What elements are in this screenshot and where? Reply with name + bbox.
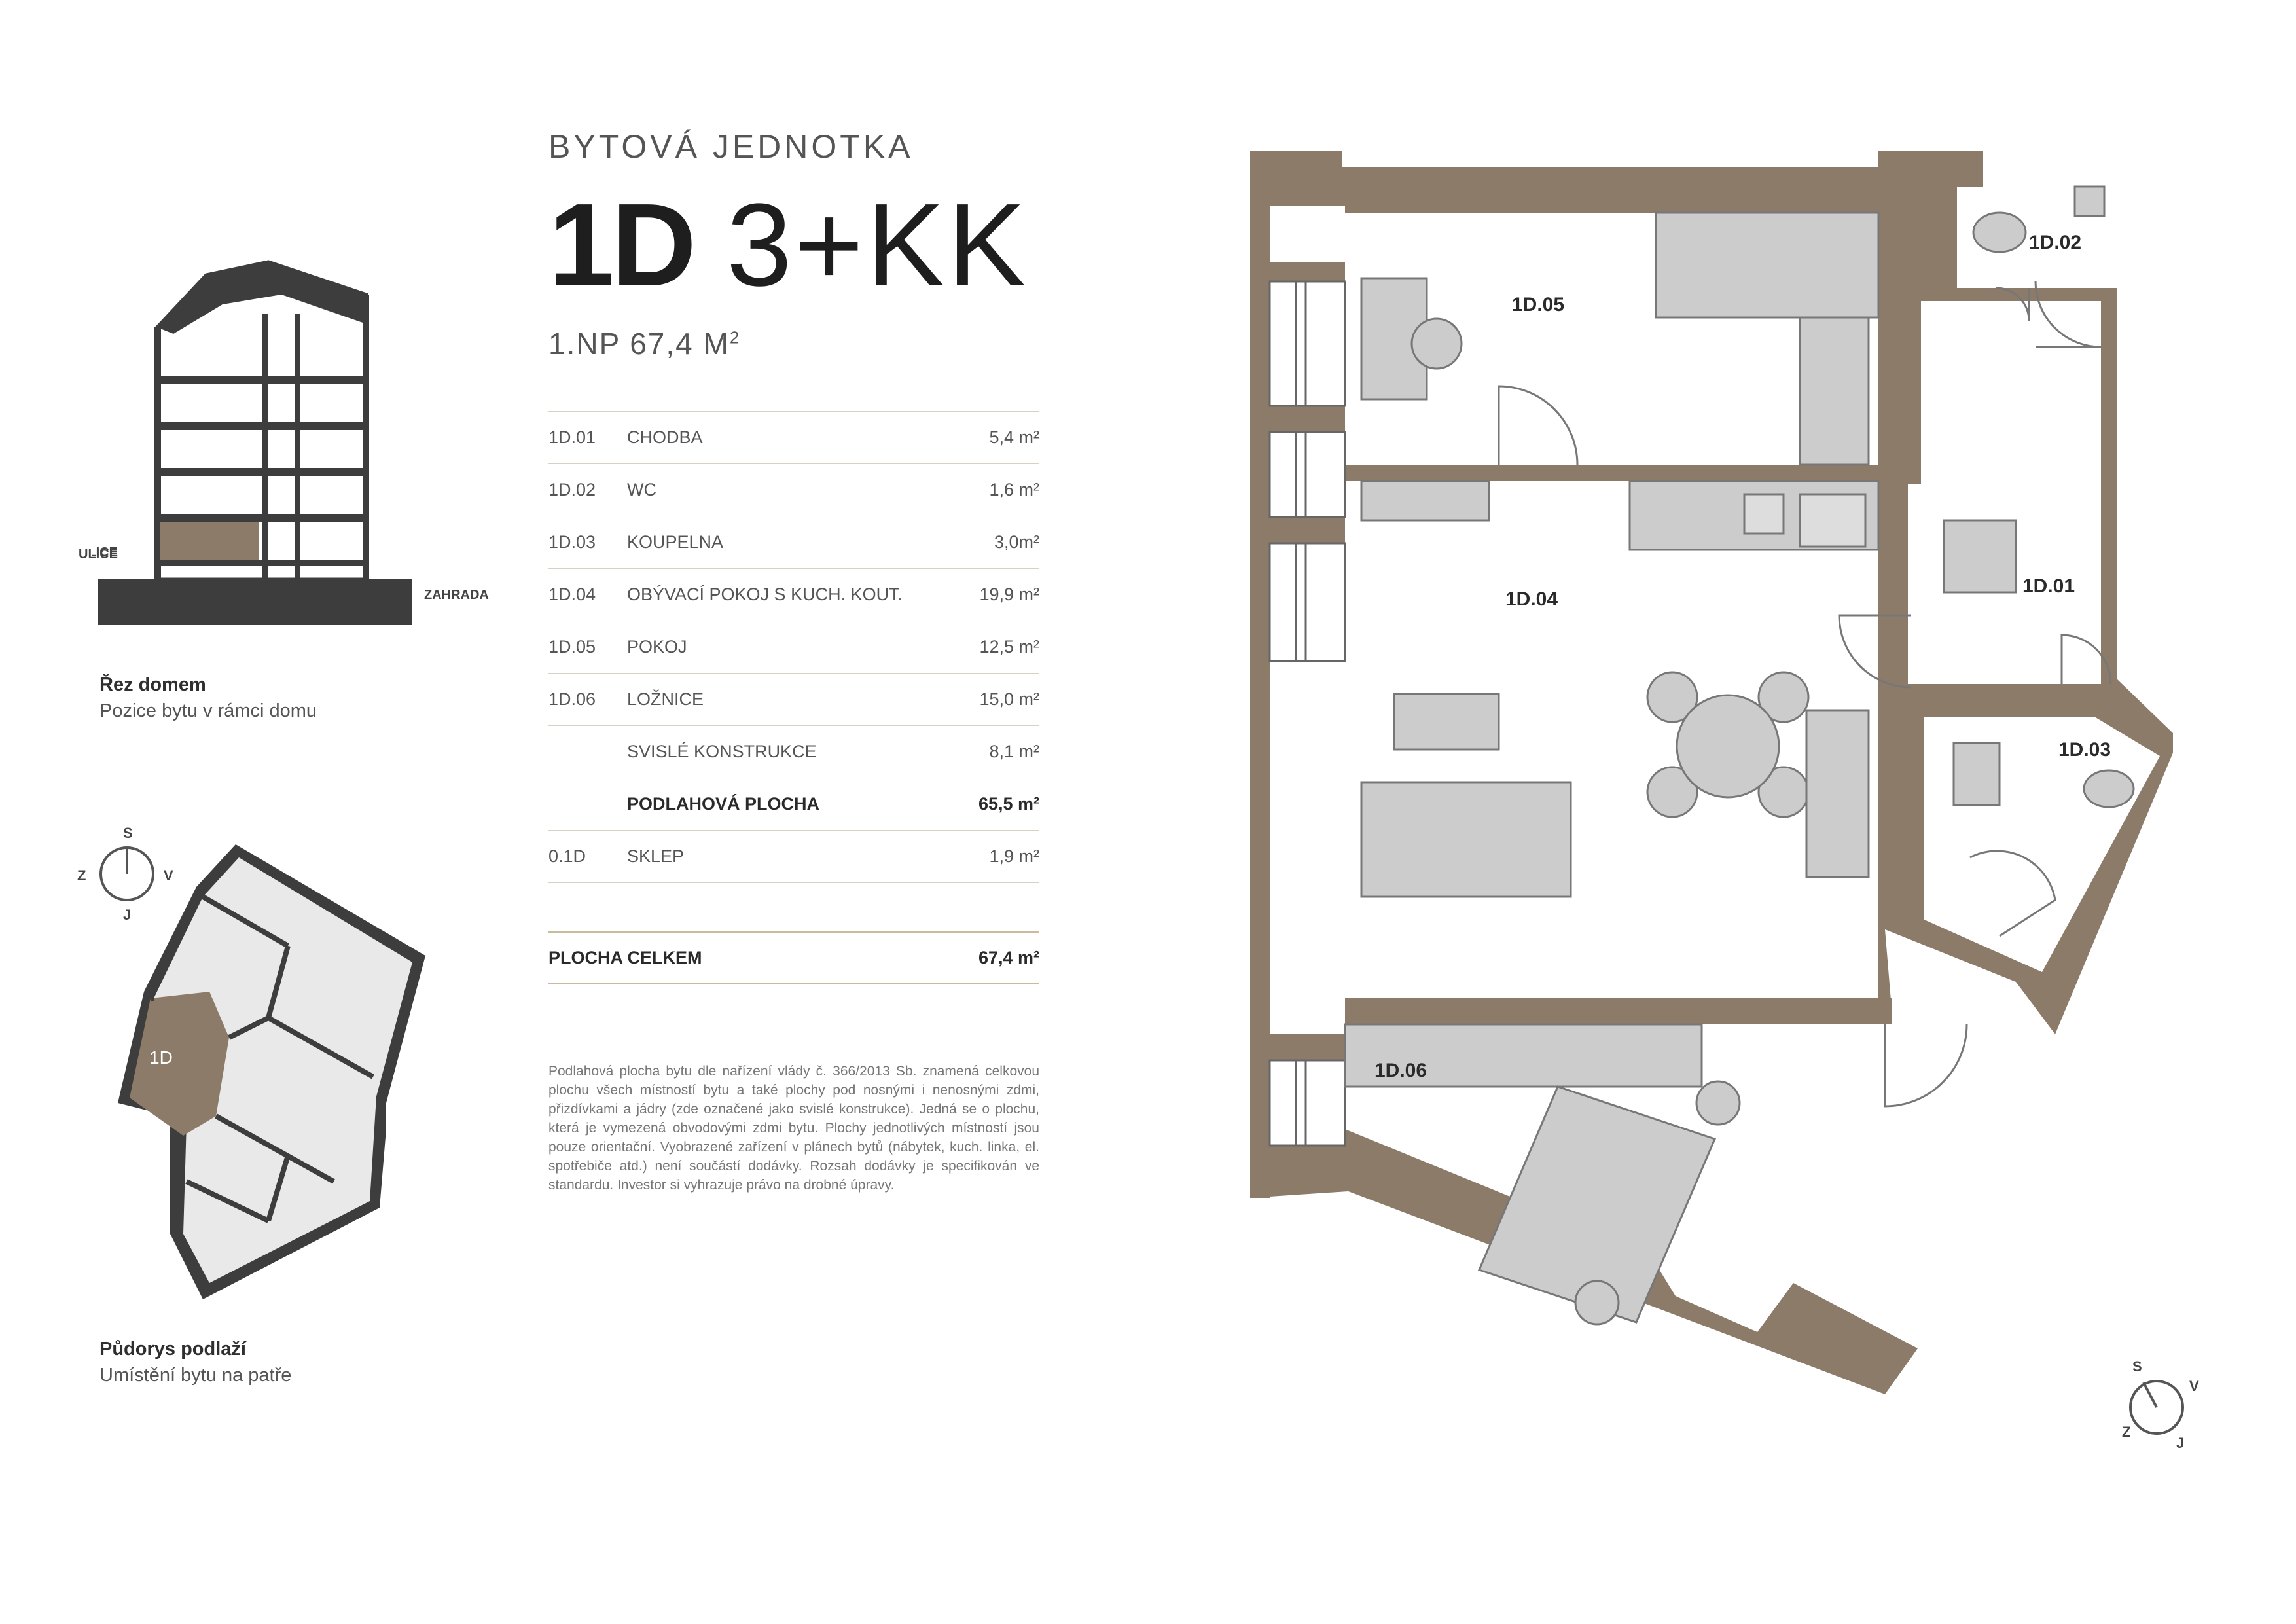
floorplan-thumb-title: Půdorys podlaží xyxy=(99,1339,246,1360)
room-area: 5,4 m² xyxy=(964,411,1039,464)
room-name: SKLEP xyxy=(627,830,965,883)
thumb-compass-s: J xyxy=(123,907,131,923)
room-name: OBÝVACÍ POKOJ S KUCH. KOUT. xyxy=(627,568,965,621)
section-subtitle: Pozice bytu v rámci domu xyxy=(99,700,317,721)
floor-area: 1.NP 67,4 M2 xyxy=(548,326,740,361)
room-name: PODLAHOVÁ PLOCHA xyxy=(627,778,965,831)
room-area: 8,1 m² xyxy=(964,725,1039,778)
room-code: 1D.04 xyxy=(548,568,627,621)
room-code: 1D.05 xyxy=(548,621,627,674)
street-label-text: ULICE xyxy=(79,547,118,562)
room-label-1d04: 1D.04 xyxy=(1505,588,1558,610)
plan-compass-w: Z xyxy=(2122,1424,2130,1440)
garden-label-text: ZAHRADA xyxy=(424,588,489,602)
room-name: SVISLÉ KONSTRUKCE xyxy=(627,725,965,778)
unit-code: 1D xyxy=(548,179,696,311)
room-name: LOŽNICE xyxy=(627,673,965,726)
unit-highlight xyxy=(160,522,259,560)
room-area: 12,5 m² xyxy=(964,621,1039,674)
street-label: ULICE xyxy=(92,545,118,560)
room-code: 1D.01 xyxy=(548,411,627,464)
room-label-1d03: 1D.03 xyxy=(2058,739,2111,761)
section-title: Řez domem xyxy=(99,674,206,695)
room-label-1d02: 1D.02 xyxy=(2029,232,2081,253)
room-name: CHODBA xyxy=(627,411,965,464)
floor-thumbnail: S V Z J 1D xyxy=(77,825,425,1299)
total-table: PLOCHA CELKEM 67,4 m² xyxy=(548,931,1039,984)
total-area: 67,4 m² xyxy=(899,931,1039,984)
room-label-1d06: 1D.06 xyxy=(1374,1060,1427,1081)
total-row: PLOCHA CELKEM 67,4 m² xyxy=(548,931,1039,984)
room-code: 1D.06 xyxy=(548,673,627,726)
room-area: 15,0 m² xyxy=(964,673,1039,726)
plan-compass-icon xyxy=(2129,1380,2184,1435)
room-area: 3,0m² xyxy=(964,516,1039,569)
plan-compass-s: J xyxy=(2176,1435,2184,1451)
room-area: 1,6 m² xyxy=(964,463,1039,516)
floorplan-thumb-subtitle: Umístění bytu na patře xyxy=(99,1365,292,1386)
room-name: KOUPELNA xyxy=(627,516,965,569)
room-name: POKOJ xyxy=(627,621,965,674)
thumb-unit-label: 1D xyxy=(149,1047,173,1068)
room-area: 19,9 m² xyxy=(964,568,1039,621)
apartment-floor-plan: 1D.05 1D.04 1D.06 1D.02 1D.01 1D.03 S V … xyxy=(1250,151,2199,1451)
plan-furniture xyxy=(1344,185,2135,1326)
unit-subtitle: BYTOVÁ JEDNOTKA xyxy=(548,128,914,165)
thumb-compass-e: V xyxy=(164,867,173,884)
thumb-compass-icon xyxy=(99,846,154,901)
room-name: WC xyxy=(627,463,965,516)
floor-area-text: 1.NP 67,4 M xyxy=(548,327,730,361)
plan-compass-n: S xyxy=(2132,1358,2142,1375)
floor-area-sup: 2 xyxy=(729,327,741,348)
plan-compass-e: V xyxy=(2189,1378,2199,1394)
thumb-compass-w: Z xyxy=(77,867,86,884)
building-section-diagram: ULICE xyxy=(92,260,412,625)
legal-note: Podlahová plocha bytu dle nařízení vlády… xyxy=(548,1064,1039,1193)
room-code: 0.1D xyxy=(548,830,627,883)
room-code: 1D.03 xyxy=(548,516,627,569)
room-code xyxy=(548,778,627,831)
room-label-1d01: 1D.01 xyxy=(2022,575,2075,597)
room-code xyxy=(548,725,627,778)
total-label: PLOCHA CELKEM xyxy=(548,931,900,984)
room-label-1d05: 1D.05 xyxy=(1512,294,1564,316)
room-area: 1,9 m² xyxy=(964,830,1039,883)
room-code: 1D.02 xyxy=(548,463,627,516)
room-area: 65,5 m² xyxy=(964,778,1039,831)
thumb-compass-n: S xyxy=(123,825,133,841)
unit-type: 3+KK xyxy=(726,179,1029,311)
thumb-unit-highlight xyxy=(130,992,229,1136)
